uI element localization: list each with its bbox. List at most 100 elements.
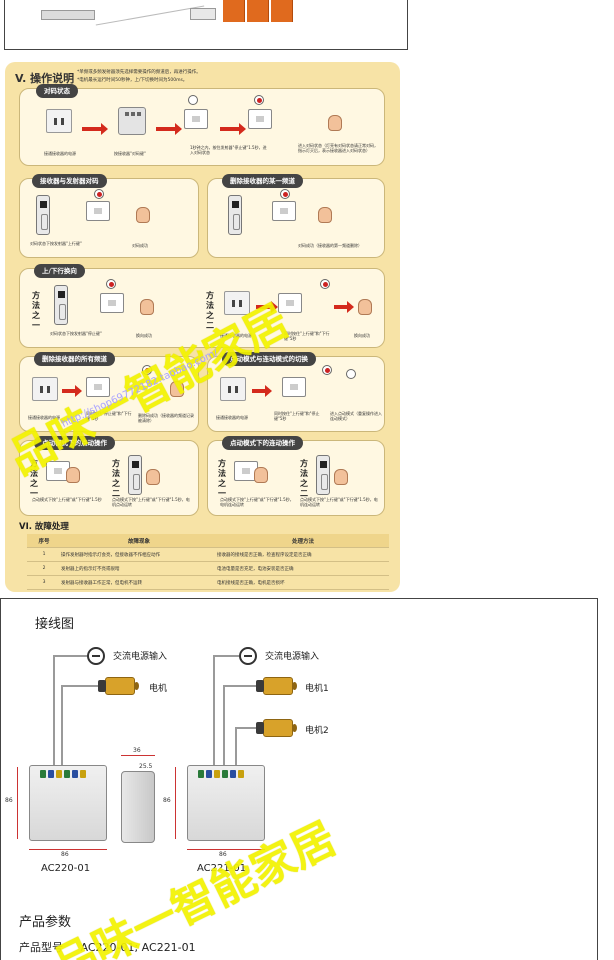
card-title: 点动模式下的连动操作: [222, 436, 303, 450]
dimension-line: [175, 767, 176, 839]
table-cell: 1: [42, 552, 46, 557]
card-linked-operation: 点动模式下的连动操作 方法之一 方法之二 点动模式下按"上行键"或"下行键"1.…: [207, 436, 385, 516]
motor-icon: [256, 719, 297, 737]
caption: 对码状态下按发射器"上行键": [30, 241, 82, 246]
card-title: 点动模式下的点动操作: [34, 436, 115, 450]
card-direction: 上/下行换向 方法之一 方法之二 对码状态下按发射器"停止键" 换向成功 接通接…: [19, 264, 385, 348]
indicator-light-icon: [346, 369, 356, 379]
indicator-light-icon: [106, 279, 116, 289]
table-header-cell: 故障现象: [127, 538, 150, 545]
caption: 接通接收器的电源: [44, 151, 76, 156]
dimension-line: [121, 755, 155, 756]
card-pairing-state: 对码状态 接通接收器的电源 按接收器"对码键" 1秒钟之内，按住发射器"停止键"…: [19, 84, 385, 166]
arrow-right-icon: [334, 301, 354, 313]
caption: 删除码成功（接收器的频道记录被清除）: [138, 413, 194, 423]
dimension-line: [187, 849, 265, 850]
card-title: 上/下行换向: [34, 264, 85, 278]
caption: 1秒钟之内，按住发射器"停止键"1.5秒，进入对码状态: [190, 145, 267, 155]
dimension-label: 25.5: [139, 763, 153, 770]
method-label: 方法之二: [112, 459, 120, 498]
remote-control-illustration: [54, 285, 68, 325]
method-label: 方法之二: [300, 459, 308, 498]
wire: [235, 727, 237, 765]
caption: 对码状态下按发射器"停止键": [50, 331, 102, 336]
arrow-right-icon: [156, 123, 182, 135]
card-delete-channel: 删除接收器的某一频道 对码成功（接收器的第一频道删除）: [207, 174, 385, 258]
connector-line: [95, 5, 205, 26]
method-label: 方法之一: [30, 459, 38, 498]
hand-press-icon: [254, 467, 268, 483]
caption: 进入对码状态（灯亮有对码状态请正常对码，指示灯灭后，表示接收器进入对码状态）: [298, 143, 378, 153]
ops-title: V. 操作说明: [15, 72, 75, 85]
motor2-label: 电机2: [305, 726, 329, 736]
receiver-card-illustration: [41, 10, 95, 20]
card-title: 删除接收器的所有频道: [34, 352, 115, 366]
motor-icon: [256, 677, 297, 695]
dimension-label: 36: [133, 747, 141, 754]
dimension-line: [17, 767, 18, 839]
wiring-diagram-section: 接线图 交流电源输入 电机 86 86 AC220-01 36 25.5 交流电…: [0, 598, 598, 960]
wire: [235, 727, 259, 729]
method-label: 方法之一: [218, 459, 226, 498]
dimension-label: 86: [219, 851, 227, 858]
card-title: 删除接收器的某一频道: [222, 174, 303, 188]
indicator-light-icon: [322, 365, 332, 375]
dimension-label: 86: [61, 851, 69, 858]
caption: 同时按住"上行键"和"停止键"5秒: [274, 411, 320, 421]
motor-icon: [98, 677, 139, 695]
hand-ok-icon: [358, 299, 372, 315]
top-diagram-strip: [4, 0, 408, 50]
fault-table: 序号 故障现象 处理方法 1 操作发射器时指示灯会亮，但接收器不作相应动作 接收…: [27, 534, 389, 590]
params-row-model: 产品型号 AC220-01; AC221-01: [19, 939, 196, 955]
caption: 进入点动模式（重复操作进入连动模式）: [330, 411, 382, 421]
param-value: AC220-01; AC221-01: [80, 941, 196, 954]
motor1-label: 电机1: [305, 684, 329, 694]
wire: [213, 655, 215, 765]
ops-note-1: *单频或多频发射器须先选择需要操作的频道后，再进行操作。: [77, 70, 201, 75]
table-cell: 接收器的接线是否正确，检查程序设定是否正确: [217, 552, 312, 558]
controller-box-ac220: [29, 765, 107, 841]
arrow-right-icon: [62, 385, 82, 397]
card-title: 点动模式与连动模式的切换: [222, 352, 316, 366]
wiring-title: 接线图: [35, 617, 75, 632]
hand-press-icon: [66, 467, 80, 483]
card-jog-operation: 点动模式下的点动操作 方法之一 方法之二 点动模式下按"上行键"或"下行键"1.…: [19, 436, 199, 516]
motor-label: 电机: [149, 684, 168, 694]
table-header-row: 序号 故障现象 处理方法: [27, 534, 389, 548]
indicator-light-icon: [254, 95, 264, 105]
indicator-light-icon: [320, 279, 330, 289]
controller-box-ac221: [187, 765, 265, 841]
model-label: AC220-01: [41, 863, 91, 874]
wire: [53, 655, 55, 765]
remote-control-illustration: [128, 455, 142, 495]
caption: 按接收器"对码键": [114, 151, 146, 156]
wire: [213, 655, 239, 657]
table-cell: 3: [42, 580, 46, 585]
curtain-panel: [271, 0, 293, 22]
remote-control-illustration: [316, 455, 330, 495]
indicator-light-icon: [94, 189, 104, 199]
power-outlet-illustration: [220, 377, 246, 401]
fault-title: VI. 故障处理: [19, 522, 69, 532]
table-cell: 2: [42, 566, 46, 571]
table-cell: 电机接线是否正确，电机是否损坏: [217, 580, 285, 586]
arrow-right-icon: [252, 385, 272, 397]
hand-ok-icon: [170, 381, 184, 397]
wire: [223, 685, 225, 765]
card-mode-switch: 点动模式与连动模式的切换 接通接收器的电源 同时按住"上行键"和"停止键"5秒 …: [207, 352, 385, 432]
caption: 点动模式下按"上行键"或"下行键"1.5秒: [32, 497, 102, 502]
hand-press-icon: [334, 469, 348, 485]
operation-instructions-panel: V. 操作说明 *单频或多频发射器须先选择需要操作的频道后，再进行操作。 *电机…: [5, 62, 400, 592]
ops-note-2: *电机最长运行时间50秒钟，上/下切换时间为500ms。: [77, 78, 188, 83]
card-delete-all: 删除接收器的所有频道 接通接收器的电源 同时按住"停止键"和"下行键"5秒 删除…: [19, 352, 199, 432]
transmitter-illustration: [272, 201, 296, 221]
hand-ok-icon: [140, 299, 154, 315]
param-label: 产品型号: [19, 941, 63, 954]
table-row: 1 操作发射器时指示灯会亮，但接收器不作相应动作 接收器的接线是否正确，检查程序…: [27, 548, 389, 562]
arrow-right-icon: [220, 123, 246, 135]
caption: 换向成功: [354, 333, 370, 338]
caption: 同时按住"上行键"和"下行键"5秒: [284, 331, 330, 341]
table-row: 3 发射器与接收器工作正常，但电机不运转 电机接线是否正确，电机是否损坏: [27, 576, 389, 590]
indicator-light-icon: [188, 95, 198, 105]
remote-control-illustration: [36, 195, 50, 235]
